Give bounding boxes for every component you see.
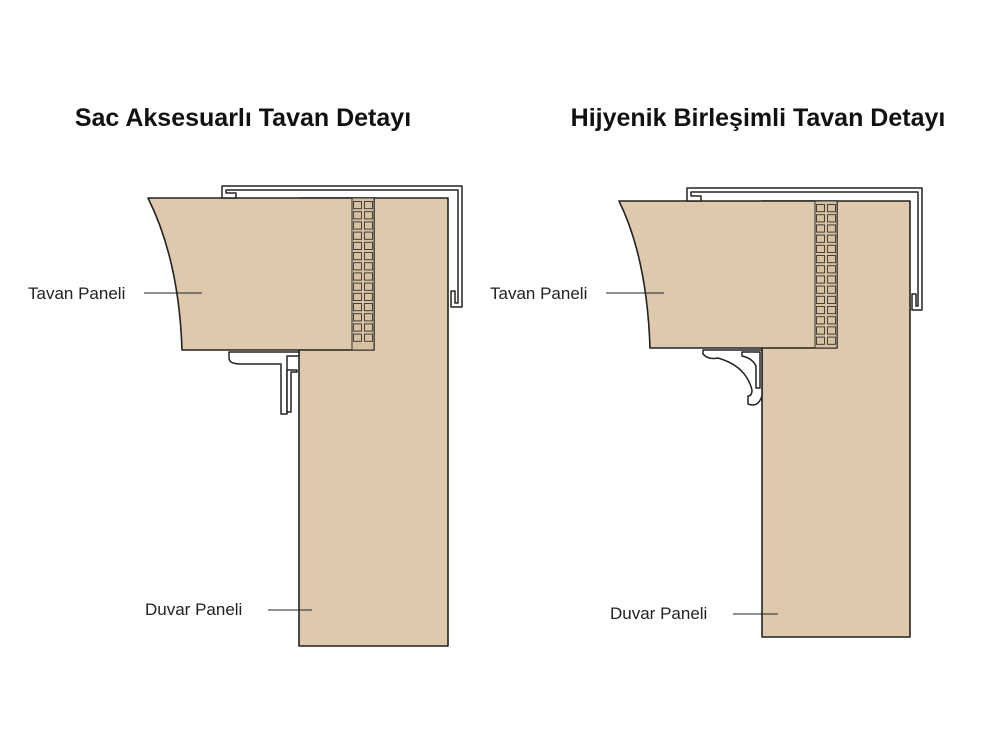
- joint-cell: [364, 313, 373, 322]
- right-title: Hijyenik Birleşimli Tavan Detayı: [571, 104, 946, 132]
- joint-cell: [364, 201, 373, 210]
- joint-cell: [816, 306, 825, 315]
- joint-cell: [827, 306, 836, 315]
- joint-cell: [364, 252, 373, 261]
- joint-cell: [364, 303, 373, 312]
- joint-cell: [364, 333, 373, 342]
- joint-cell: [827, 234, 836, 243]
- right-ceiling-panel: [618, 200, 838, 349]
- joint-cell: [816, 336, 825, 345]
- joint-cell: [816, 295, 825, 304]
- left-wall-panel-label: Duvar Paneli: [145, 600, 242, 619]
- joint-cell: [353, 252, 362, 261]
- joint-cell: [816, 285, 825, 294]
- joint-cell: [353, 282, 362, 291]
- joint-cell: [827, 295, 836, 304]
- joint-cell: [353, 303, 362, 312]
- joint-cell: [353, 221, 362, 230]
- joint-cell: [827, 204, 836, 213]
- left-ceiling-panel: [147, 197, 375, 351]
- joint-cell: [827, 224, 836, 233]
- joint-cell: [353, 272, 362, 281]
- right-joint-core: [814, 200, 838, 349]
- joint-cell: [816, 265, 825, 274]
- joint-cell: [364, 282, 373, 291]
- right-detail: Hijyenik Birleşimli Tavan Detayı Tavan P…: [490, 104, 946, 638]
- joint-cell: [827, 255, 836, 264]
- joint-cell: [364, 241, 373, 250]
- joint-cell: [353, 201, 362, 210]
- joint-cell: [364, 211, 373, 220]
- joint-cell: [364, 262, 373, 271]
- right-ceiling-panel-label: Tavan Paneli: [490, 284, 587, 303]
- joint-cell: [353, 292, 362, 301]
- joint-cell: [353, 313, 362, 322]
- joint-cell: [827, 244, 836, 253]
- joint-cell: [827, 265, 836, 274]
- left-bottom-trim: [228, 351, 300, 415]
- joint-cell: [816, 204, 825, 213]
- joint-cell: [827, 214, 836, 223]
- joint-cell: [816, 255, 825, 264]
- right-cove-clip: [741, 351, 761, 389]
- joint-cell: [364, 231, 373, 240]
- joint-cell: [353, 241, 362, 250]
- left-detail: Sac Aksesuarlı Tavan Detayı Tavan Paneli…: [28, 104, 463, 647]
- left-title: Sac Aksesuarlı Tavan Detayı: [75, 104, 411, 132]
- left-ceiling-panel-label: Tavan Paneli: [28, 284, 125, 303]
- right-hygienic-cove: [702, 349, 763, 406]
- joint-cell: [364, 272, 373, 281]
- joint-cell: [827, 275, 836, 284]
- left-joint-core: [351, 197, 375, 351]
- joint-cell: [827, 285, 836, 294]
- joint-cell: [353, 262, 362, 271]
- joint-cell: [816, 244, 825, 253]
- joint-cell: [816, 234, 825, 243]
- joint-cell: [353, 211, 362, 220]
- joint-cell: [816, 214, 825, 223]
- joint-cell: [364, 292, 373, 301]
- joint-cell: [827, 336, 836, 345]
- left-bottom-trim-hook: [286, 369, 298, 413]
- joint-cell: [353, 323, 362, 332]
- joint-cell: [816, 316, 825, 325]
- joint-cell: [353, 231, 362, 240]
- joint-cell: [816, 326, 825, 335]
- joint-cell: [353, 333, 362, 342]
- joint-cell: [364, 323, 373, 332]
- joint-cell: [816, 275, 825, 284]
- right-top-flashing: [686, 187, 923, 311]
- right-wall-panel-label: Duvar Paneli: [610, 604, 707, 623]
- joint-cell: [816, 224, 825, 233]
- joint-cell: [364, 221, 373, 230]
- joint-cell: [827, 316, 836, 325]
- joint-cell: [827, 326, 836, 335]
- left-top-flashing: [221, 185, 463, 308]
